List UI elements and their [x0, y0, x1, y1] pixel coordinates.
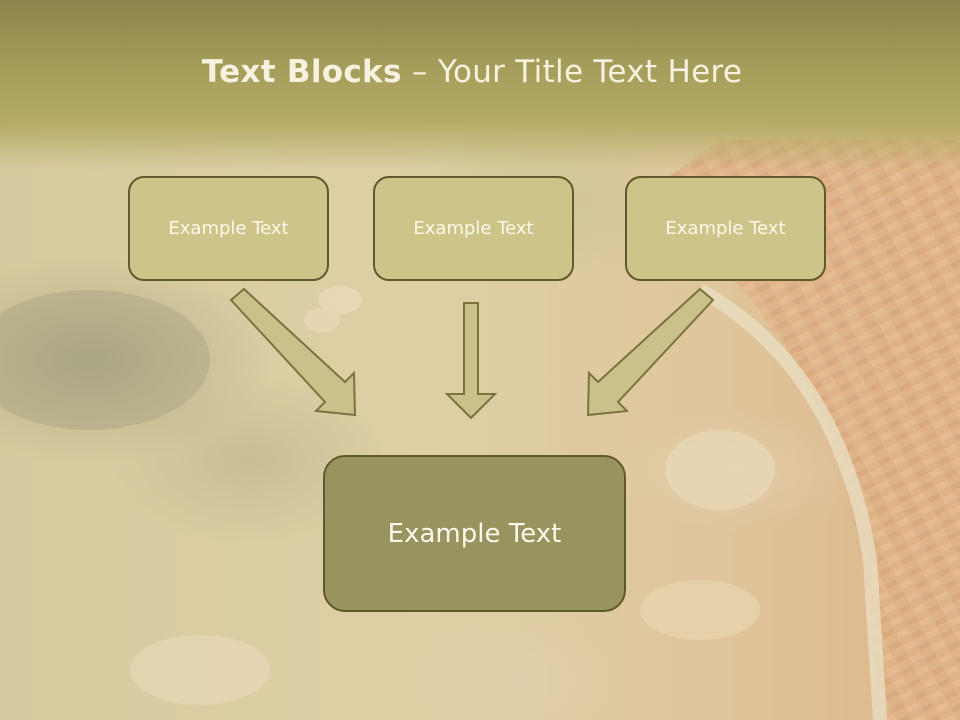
title-bold: Text Blocks	[201, 54, 402, 90]
title-rest: Your Title Text Here	[437, 54, 743, 90]
text-block-top-center[interactable]: Example Text	[373, 176, 574, 281]
text-block-bottom-center-label: Example Text	[387, 518, 562, 549]
text-block-top-center-label: Example Text	[413, 218, 534, 239]
text-block-bottom-center[interactable]: Example Text	[323, 455, 626, 612]
text-block-top-left[interactable]: Example Text	[128, 176, 329, 281]
text-block-top-right-label: Example Text	[665, 218, 786, 239]
text-block-top-right[interactable]: Example Text	[625, 176, 826, 281]
title-dash: –	[401, 54, 438, 90]
slide-title[interactable]: Text Blocks – Your Title Text Here	[0, 54, 944, 90]
header-band	[0, 0, 960, 170]
text-block-top-left-label: Example Text	[168, 218, 289, 239]
